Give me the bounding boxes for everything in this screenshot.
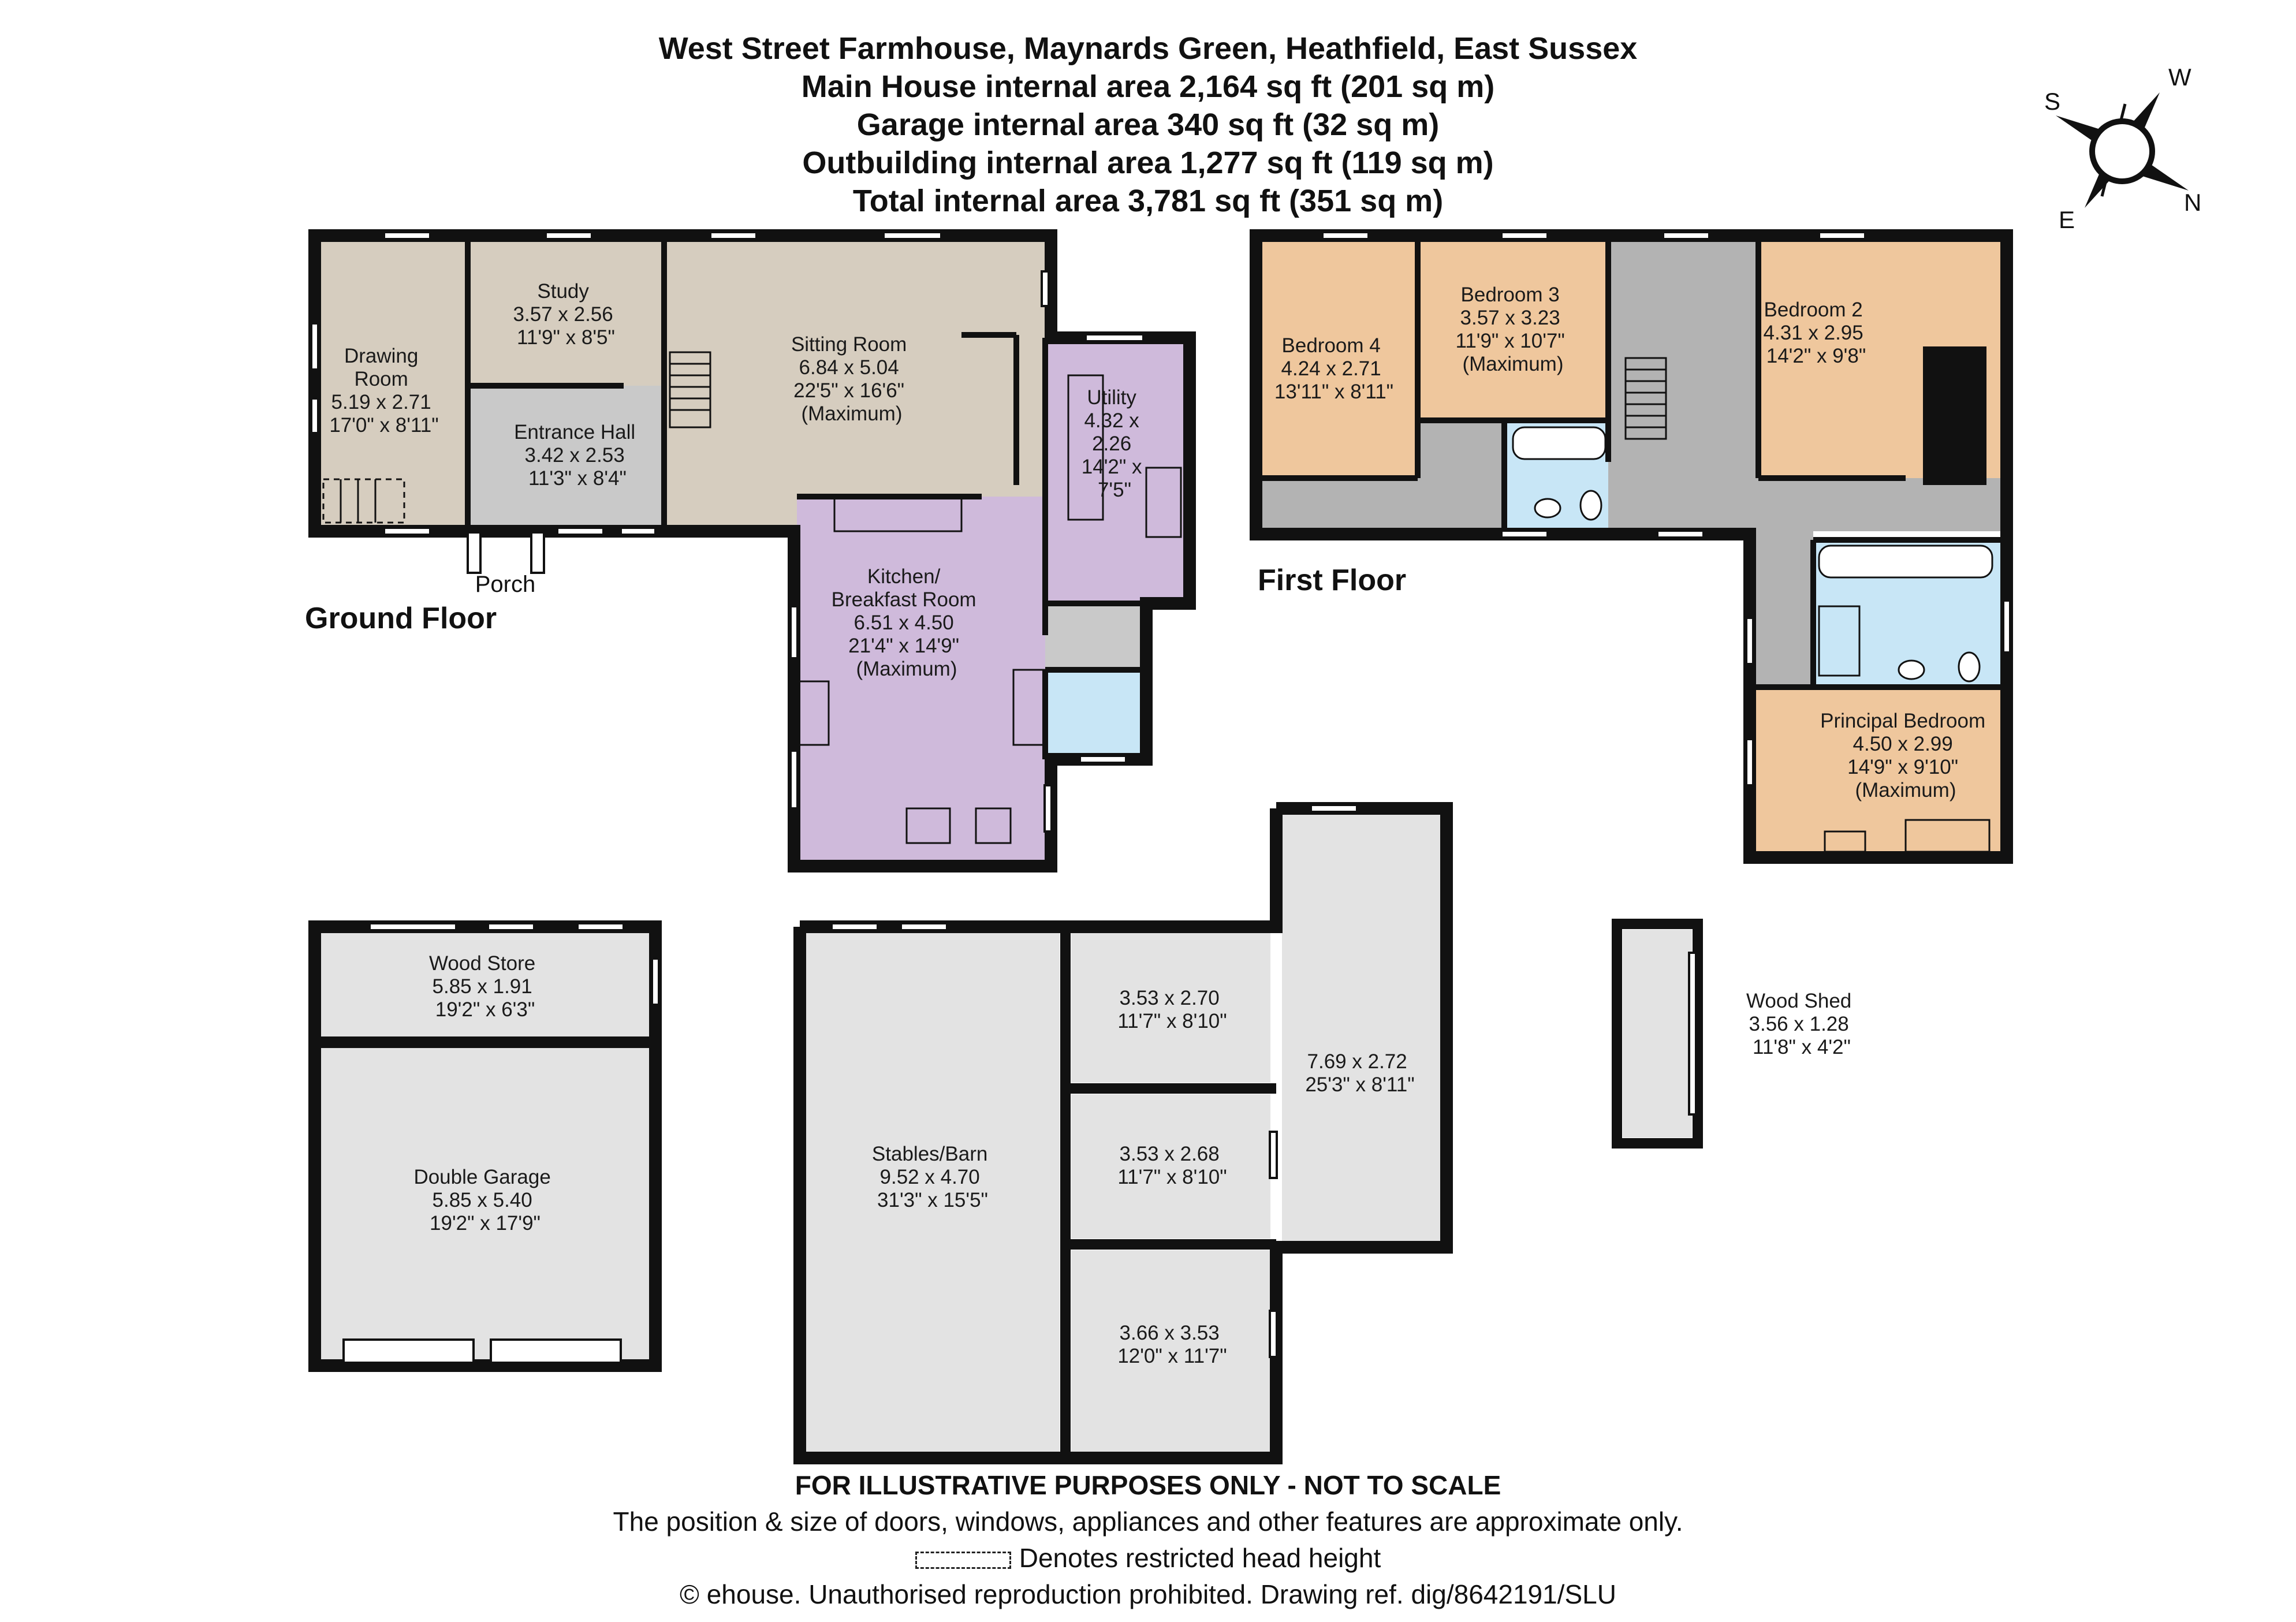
garage-area: Garage internal area 340 sq ft (32 sq m)	[856, 107, 1440, 142]
ground-floor-label: Ground Floor	[305, 602, 497, 635]
study	[468, 241, 664, 386]
landing-corridor	[1755, 531, 1813, 687]
sitting-room	[664, 241, 1045, 531]
approximation-note: The position & size of doors, windows, a…	[613, 1507, 1683, 1537]
total-area: Total internal area 3,781 sq ft (351 sq …	[852, 184, 1444, 218]
store-room-4	[1282, 814, 1441, 1247]
store-room-2-label: 3.53 x 2.68 11'7" x 8'10"	[1117, 1143, 1227, 1188]
landing-west	[1259, 478, 1418, 531]
landing-stairs	[1608, 241, 1758, 531]
store-room-1	[1071, 933, 1270, 1083]
double-garage	[320, 1048, 650, 1360]
head-height-key: Denotes restricted head height	[0, 1541, 2296, 1575]
property-address: West Street Farmhouse, Maynards Green, H…	[658, 31, 1638, 66]
landing-east	[1758, 478, 2001, 531]
bedroom-3-label: Bedroom 3 3.57 x 3.23 11'9" x 10'7" (Max…	[1455, 284, 1570, 375]
entrance-hall-label: Entrance Hall 3.42 x 2.53 11'3" x 8'4"	[514, 421, 641, 490]
bedroom-4	[1259, 241, 1418, 478]
double-garage-label: Double Garage 5.85 x 5.40 19'2" x 17'9"	[413, 1166, 556, 1235]
outbuilding-plan: Stables/Barn 9.52 x 4.70 31'3" x 15'5" 3…	[793, 802, 1453, 1464]
wood-shed	[1623, 930, 1692, 1138]
ground-floor-plan: Porch Ground Floor Drawing Room 5.19 x 2…	[305, 229, 1196, 872]
compass-e-label: E	[2059, 206, 2075, 233]
compass-w-label: W	[2168, 64, 2191, 91]
store-room-4-label: 7.69 x 2.72 25'3" x 8'11"	[1305, 1050, 1414, 1096]
stables-barn	[806, 933, 1060, 1452]
store-room-3-label: 3.66 x 3.53 12'0" x 11'7"	[1117, 1322, 1227, 1367]
compass-n-label: N	[2184, 189, 2201, 216]
kitchen	[797, 497, 1045, 866]
wood-shed-label: Wood Shed 3.56 x 1.28 11'8" x 4'2"	[1746, 990, 1857, 1058]
store-room-2	[1071, 1094, 1270, 1239]
copyright-text: © ehouse. Unauthorised reproduction proh…	[680, 1579, 1616, 1609]
porch-label: Porch	[475, 572, 536, 597]
store-room-1-label: 3.53 x 2.70 11'7" x 8'10"	[1117, 987, 1227, 1032]
principal-bedroom	[1755, 687, 2001, 852]
bedroom-3	[1418, 241, 1608, 420]
head-height-text: Denotes restricted head height	[1019, 1543, 1381, 1573]
utility-label: Utility 4.32 x 2.26 14'2" x 7'5"	[1082, 386, 1147, 501]
outbuilding-area: Outbuilding internal area 1,277 sq ft (1…	[802, 146, 1494, 180]
compass-s-label: S	[2044, 88, 2060, 115]
bedroom-2-label: Bedroom 2 4.31 x 2.95 14'2" x 9'8"	[1764, 299, 1869, 367]
utility-room	[1045, 338, 1190, 603]
study-label: Study 3.57 x 2.56 11'9" x 8'5"	[513, 280, 619, 349]
restricted-head-height-icon	[915, 1551, 1011, 1569]
kitchen-label: Kitchen/ Breakfast Room 6.51 x 4.50 21'4…	[832, 565, 982, 680]
entrance-hall	[468, 386, 664, 531]
first-floor-label: First Floor	[1258, 564, 1406, 597]
cloakroom	[1045, 670, 1146, 759]
wood-store-label: Wood Store 5.85 x 1.91 19'2" x 6'3"	[429, 952, 541, 1021]
drawing-room-label: Drawing Room 5.19 x 2.71 17'0" x 8'11"	[329, 345, 438, 437]
main-house-area: Main House internal area 2,164 sq ft (20…	[801, 69, 1495, 104]
bedroom-4-label: Bedroom 4 4.24 x 2.71 13'11" x 8'11"	[1274, 334, 1393, 403]
first-floor-plan: First Floor Bedroom 4 4.24 x 2.71 13'11"…	[1250, 229, 2013, 864]
landing-mid	[1418, 420, 1504, 531]
principal-bedroom-label: Principal Bedroom 4.50 x 2.99 14'9" x 9'…	[1820, 710, 1991, 801]
wood-shed-plan: Wood Shed 3.56 x 1.28 11'8" x 4'2"	[1612, 919, 1857, 1149]
store-room-3	[1071, 1250, 1270, 1452]
sitting-room-label: Sitting Room 6.84 x 5.04 22'5" x 16'6" (…	[791, 333, 912, 425]
wood-store	[320, 933, 650, 1036]
garage-plan: Wood Store 5.85 x 1.91 19'2" x 6'3" Doub…	[308, 920, 662, 1372]
compass-icon: S W E N	[2044, 64, 2201, 233]
rear-lobby	[1045, 603, 1146, 670]
disclaimer-text: FOR ILLUSTRATIVE PURPOSES ONLY - NOT TO …	[795, 1470, 1501, 1500]
stables-barn-label: Stables/Barn 9.52 x 4.70 31'3" x 15'5"	[872, 1143, 993, 1211]
